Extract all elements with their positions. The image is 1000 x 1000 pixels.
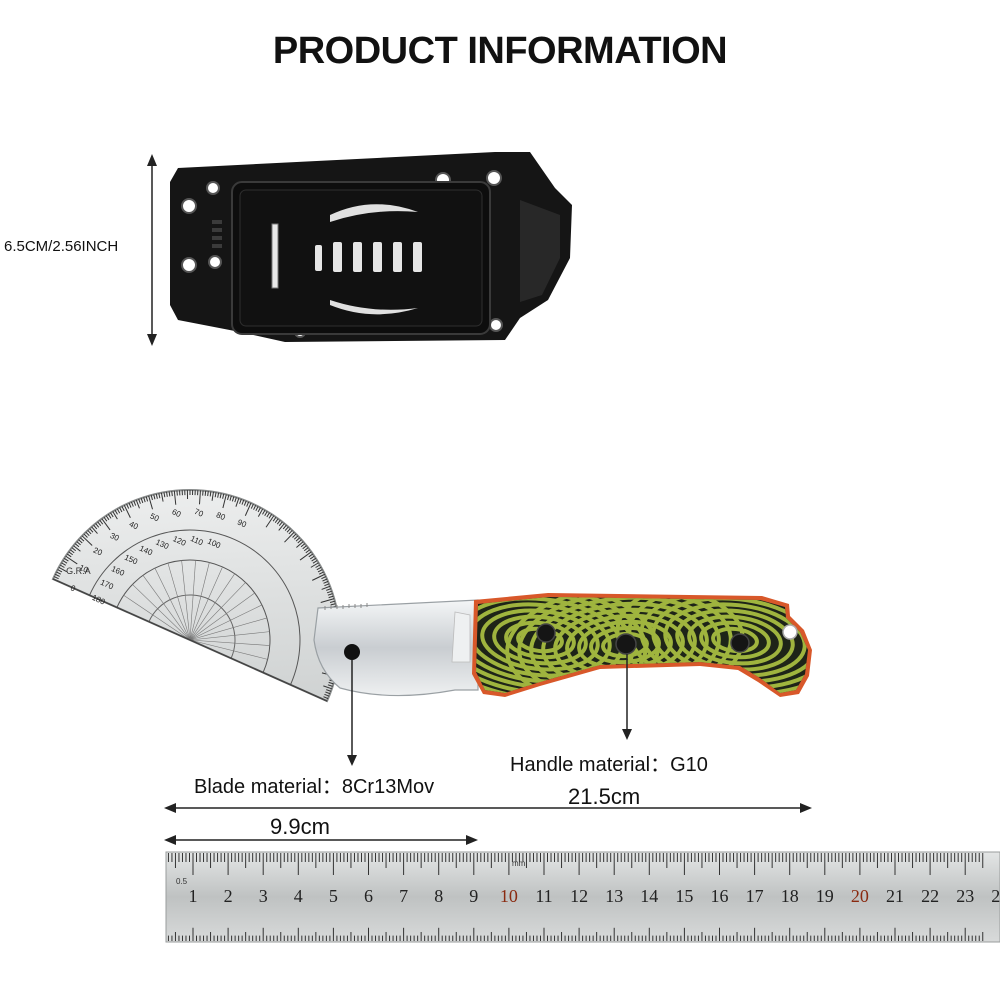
ruler-number: 5 — [329, 886, 338, 906]
ruler-number: 7 — [399, 886, 408, 906]
ruler-number: 18 — [781, 886, 799, 906]
protractor-outer-number: 50 — [149, 511, 161, 523]
ruler-number: 21 — [886, 886, 904, 906]
protractor-outer-number: 10 — [78, 563, 90, 575]
ruler-number: 1 — [189, 886, 198, 906]
protractor-outer-number: 60 — [171, 507, 183, 519]
ruler-number: 20 — [851, 886, 869, 906]
ruler-number: 17 — [746, 886, 764, 906]
page-title: PRODUCT INFORMATION — [272, 30, 728, 72]
blade-material-label: Blade material：8Cr13Mov — [194, 776, 435, 798]
overall-length-arrow — [164, 803, 812, 813]
handle-pointer — [622, 654, 632, 740]
protractor-outer-number: 40 — [128, 519, 140, 531]
blade-pointer — [344, 644, 360, 766]
ruler-number: 15 — [675, 886, 693, 906]
ruler-number: 24 — [991, 886, 1000, 906]
ruler-small-label: 0.5 — [176, 877, 188, 886]
ruler-number: 8 — [434, 886, 443, 906]
ruler-number: 4 — [294, 886, 303, 906]
sheath-height-arrow — [147, 154, 157, 346]
ruler-number: 16 — [711, 886, 729, 906]
ruler-number: 2 — [224, 886, 233, 906]
ruler: 123456789101112131415161718192021222324 … — [165, 851, 1000, 943]
protractor-outer-number: 30 — [109, 531, 121, 543]
overall-length-label: 21.5cm — [568, 784, 641, 809]
blade-length-label: 9.9cm — [270, 814, 330, 839]
ruler-number: 14 — [640, 886, 658, 906]
ruler-number: 23 — [956, 886, 974, 906]
ruler-number: 3 — [259, 886, 268, 906]
ruler-number: 22 — [921, 886, 939, 906]
knife — [313, 593, 812, 697]
handle-material-label: Handle material：G10 — [510, 754, 708, 776]
ruler-number: 11 — [535, 886, 552, 906]
protractor-outer-number: 0 — [69, 583, 77, 593]
ruler-number: 13 — [605, 886, 623, 906]
ruler-number: 10 — [500, 886, 518, 906]
ruler-number: 12 — [570, 886, 588, 906]
sheath — [170, 152, 572, 342]
protractor-outer-number: 80 — [215, 510, 227, 522]
ruler-number: 9 — [469, 886, 478, 906]
ruler-number: 19 — [816, 886, 834, 906]
blade-length-arrow — [164, 835, 478, 845]
protractor-outer-number: 70 — [193, 507, 205, 519]
sheath-height-label: 6.5CM/2.56INCH — [4, 238, 119, 255]
protractor-outer-number: 90 — [236, 518, 248, 530]
protractor-brand: G.R.A — [66, 566, 91, 576]
ruler-number: 6 — [364, 886, 373, 906]
ruler-unit-label: mm — [512, 859, 526, 868]
protractor-outer-number: 20 — [92, 546, 104, 558]
